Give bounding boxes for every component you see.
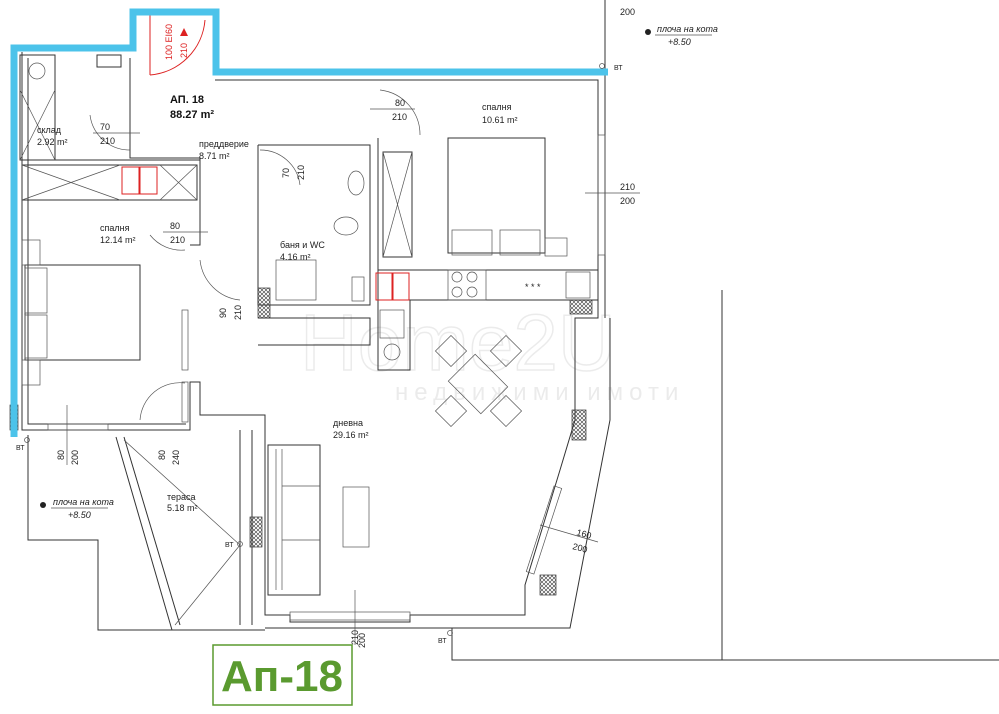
room-area: 4.16 m² — [280, 252, 311, 262]
level-value: +8.50 — [68, 510, 91, 520]
level-value: +8.50 — [668, 37, 691, 47]
room-labels: склад 2.92 m² преддверие 8.71 m² спалня … — [37, 102, 518, 513]
apartment-title: АП. 18 — [170, 94, 204, 106]
dimension-label: 160 — [575, 527, 592, 541]
dimension-label: 240 — [171, 450, 181, 465]
drain-icon — [24, 437, 30, 443]
dimension-label: 210 — [170, 235, 185, 245]
dimension-label: 80 — [170, 221, 180, 231]
drain-labels: ВТ ВТ ВТ ВТ — [16, 63, 623, 645]
dimension-label: 80 — [56, 450, 66, 460]
level-marker-icon — [645, 29, 651, 35]
watermark: Home2U недвижими имоти — [299, 297, 684, 406]
level-label: плоча на кота — [657, 24, 718, 34]
level-label: плоча на кота — [53, 497, 114, 507]
room-name: преддверие — [199, 139, 249, 149]
dimension-label: 80 — [395, 98, 405, 108]
drain-label: ВТ — [225, 542, 234, 549]
dimension-label: 90 — [218, 308, 228, 318]
dimension-label: 200 — [620, 196, 635, 206]
room-name: спалня — [482, 102, 512, 112]
drain-label: ВТ — [438, 638, 447, 645]
dimension-label: 200 — [357, 633, 367, 648]
apartment-area: 88.27 m² — [170, 109, 214, 121]
entrance-door: 100 EI60 210 — [164, 24, 189, 60]
room-area: 10.61 m² — [482, 115, 518, 125]
drain-icon — [599, 63, 605, 69]
room-area: 12.14 m² — [100, 235, 136, 245]
direction-arrow-icon — [180, 28, 188, 36]
dimension-label: 210 — [620, 182, 635, 192]
dimension-label: 210 — [233, 305, 243, 320]
room-name: склад — [37, 125, 62, 135]
room-name: тераса — [167, 492, 196, 502]
room-area: 5.18 m² — [167, 503, 198, 513]
room-name: баня и WC — [280, 240, 325, 250]
apartment-badge: Ап-18 — [212, 644, 353, 706]
outer-wall — [10, 8, 608, 437]
dimension-label: 200 — [70, 450, 80, 465]
room-name: спалня — [100, 223, 130, 233]
drain-icon — [447, 630, 453, 636]
drain-label: ВТ — [16, 445, 25, 452]
dimension-label: 70 — [100, 122, 110, 132]
dimension-label: 200 — [620, 7, 635, 17]
dimension-label: 210 — [100, 136, 115, 146]
level-marker: плоча на кота +8.50 — [40, 497, 114, 520]
dimension-label: 70 — [281, 168, 291, 178]
svg-text:недвижими имоти: недвижими имоти — [395, 379, 684, 406]
room-area: 2.92 m² — [37, 137, 68, 147]
room-area: 8.71 m² — [199, 151, 230, 161]
opening-dimensions: 70 210 80 210 80 210 70 210 90 210 210 2… — [56, 7, 640, 648]
svg-text:* * *: * * * — [525, 282, 541, 292]
apartment-badge-label: Ап-18 — [221, 652, 343, 701]
entrance-door-width: 100 EI60 — [164, 24, 174, 60]
dimension-label: 200 — [571, 541, 588, 555]
dimension-label: 80 — [157, 450, 167, 460]
entrance-door-height: 210 — [179, 43, 189, 58]
dimension-label: 210 — [392, 112, 407, 122]
room-name: дневна — [333, 418, 363, 428]
level-marker-icon — [40, 502, 46, 508]
dimension-label: 210 — [296, 165, 306, 180]
level-marker: плоча на кота +8.50 — [645, 24, 718, 47]
drain-label: ВТ — [614, 65, 623, 72]
drain-icon — [237, 541, 243, 547]
room-area: 29.16 m² — [333, 430, 369, 440]
walls: * * * — [9, 0, 999, 661]
